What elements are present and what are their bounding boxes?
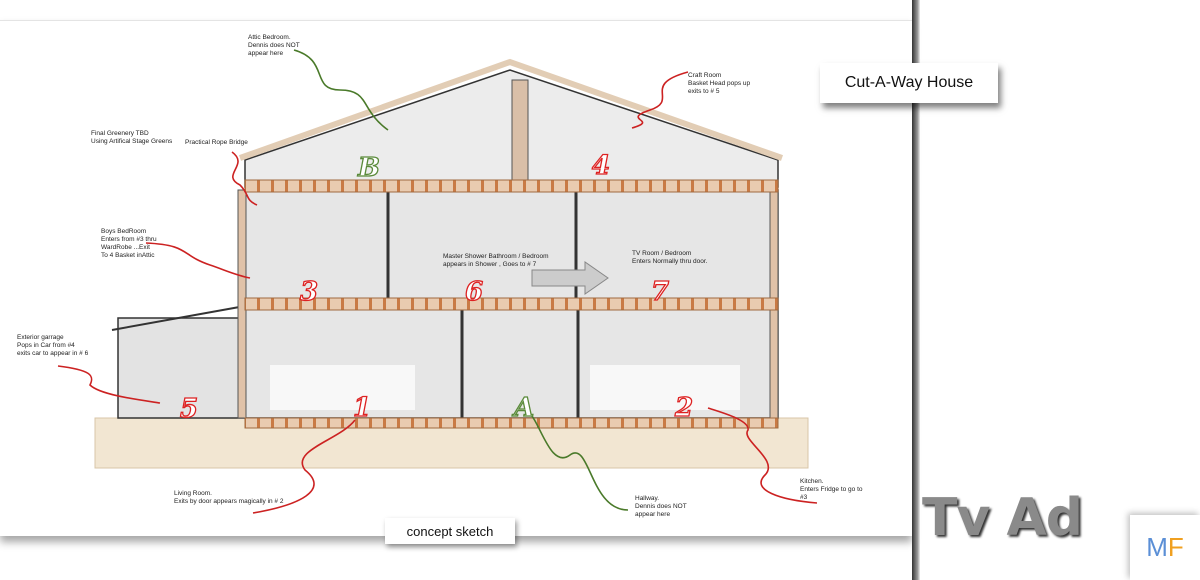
note-living-room: Living Room. Exits by door appears magic… (174, 490, 284, 505)
room-number-6: 6 (465, 277, 483, 307)
logo-f: F (1167, 532, 1184, 562)
note-rope-bridge: Practical Rope Bridge (185, 139, 248, 146)
caption-label: concept sketch (385, 518, 515, 544)
note-boys-bedroom: Boys BedRoom Enters from #3 thru WardRob… (101, 228, 157, 259)
room-number-5: 5 (180, 394, 198, 424)
room-number-4: 4 (592, 151, 610, 181)
room-number-b: B (357, 153, 380, 183)
note-attic: Attic Bedroom. Dennis does NOT appear he… (248, 34, 300, 57)
leader-lines (57, 49, 818, 514)
note-craft: Craft Room Basket Head pops up exits to … (688, 72, 751, 95)
room-numbers: B 4 3 6 7 5 1 A 2 (179, 150, 693, 424)
house-cutaway-sketch: B 4 3 6 7 5 1 A 2 (57, 49, 818, 514)
logo-m: M (1146, 532, 1168, 562)
room-number-1: 1 (353, 393, 371, 423)
page-edge-shadow (912, 0, 920, 580)
note-kitchen: Kitchen. Enters Fridge to go to #3 (800, 478, 863, 501)
note-tv-room: TV Room / Bedroom Enters Normally thru d… (632, 250, 708, 265)
room-number-3: 3 (300, 277, 318, 307)
note-greenery: Final Greenery TBD Using Artifical Stage… (91, 130, 173, 145)
tv-ad-heading: Tv Ad (922, 488, 1083, 548)
note-master-bathroom: Master Shower Bathroom / Bedroom appears… (443, 253, 549, 268)
arrow-icon (531, 261, 609, 295)
title-label: Cut-A-Way House (820, 63, 998, 103)
room-number-7: 7 (651, 277, 669, 307)
room-number-a: A (511, 393, 534, 423)
note-garage: Exterior garrage Pops in Car from #4 exi… (17, 334, 89, 357)
floor-beams (244, 179, 779, 429)
note-hallway: Hallway. Dennis does NOT appear here (635, 495, 687, 518)
room-number-2: 2 (674, 393, 693, 423)
